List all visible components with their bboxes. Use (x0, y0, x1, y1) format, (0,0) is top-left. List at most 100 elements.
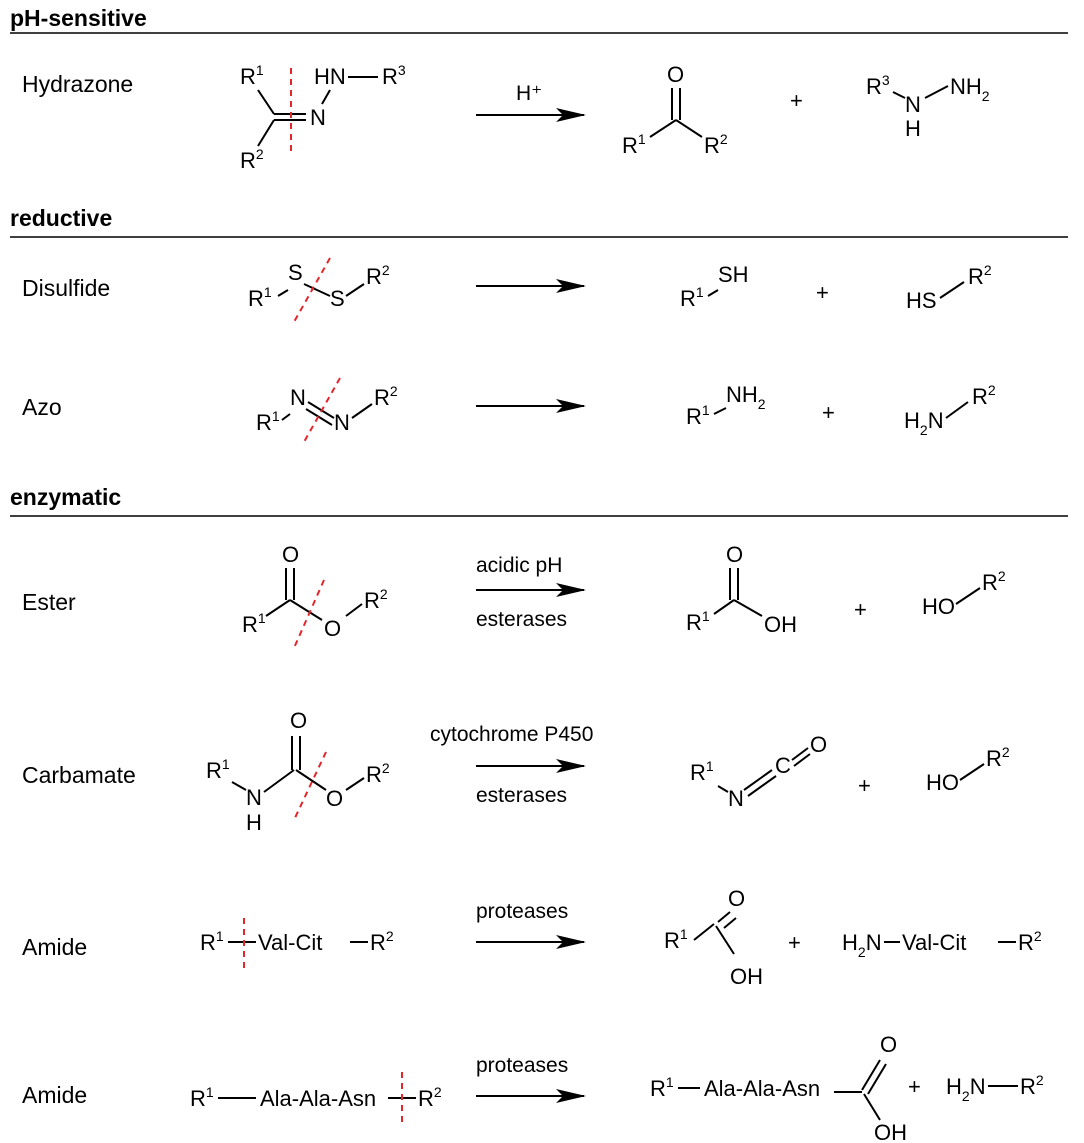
svg-text:R2: R2 (418, 1084, 442, 1111)
svg-text:R1: R1 (242, 610, 266, 637)
svg-text:O: O (726, 542, 743, 567)
svg-text:R2: R2 (366, 760, 390, 787)
svg-text:R2: R2 (968, 262, 992, 289)
amide2-condition: proteases (476, 1054, 568, 1077)
svg-text:OH: OH (730, 964, 763, 989)
ester-condition-top: acidic pH (476, 554, 562, 577)
svg-text:HO: HO (922, 594, 955, 619)
svg-text:NH2: NH2 (950, 74, 990, 104)
svg-text:N: N (310, 105, 326, 130)
svg-text:SH: SH (718, 262, 749, 287)
svg-text:H: H (905, 116, 921, 141)
plus-sign: + (854, 597, 867, 622)
svg-text:R1: R1 (256, 408, 280, 435)
thiol-product-1: R1 SH (680, 262, 749, 311)
svg-text:R2: R2 (704, 131, 728, 158)
plus-sign: + (790, 88, 803, 113)
svg-text:HN: HN (314, 64, 346, 89)
svg-text:R1: R1 (686, 402, 710, 429)
amine-product-2: H2N R2 (904, 382, 996, 438)
svg-text:OH: OH (764, 612, 797, 637)
svg-text:R2: R2 (1018, 928, 1042, 955)
svg-text:R1: R1 (664, 926, 688, 953)
row-label-amide: Amide (22, 934, 87, 960)
disulfide-structure: R1 S S R2 (248, 257, 390, 323)
ala-ala-asn-acid-product: R1 Ala-Ala-Asn O OH (650, 1032, 907, 1143)
svg-text:H: H (246, 810, 262, 835)
azo-structure: R1 N N R2 (256, 377, 398, 443)
carbamate-structure: R1 N H O O R2 (206, 708, 390, 835)
svg-text:O: O (282, 542, 299, 567)
svg-text:R1: R1 (248, 284, 272, 311)
svg-text:R3: R3 (866, 72, 890, 99)
ester-structure: O R1 O R2 (242, 542, 388, 649)
svg-text:OH: OH (874, 1120, 907, 1143)
amine-product: H2N R2 (946, 1072, 1044, 1104)
svg-text:S: S (330, 286, 345, 311)
row-label-ester: Ester (22, 589, 76, 615)
ala-ala-asn-amide-structure: R1 Ala-Ala-Asn R2 (190, 1072, 442, 1124)
svg-text:R2: R2 (972, 382, 996, 409)
svg-text:R1: R1 (622, 131, 646, 158)
svg-text:R1: R1 (650, 1074, 674, 1101)
svg-text:N: N (728, 786, 744, 811)
svg-text:HS: HS (906, 288, 937, 313)
svg-text:N: N (334, 410, 350, 435)
svg-text:O: O (810, 732, 827, 757)
svg-text:R2: R2 (364, 586, 388, 613)
svg-text:R1: R1 (240, 62, 264, 89)
svg-text:N: N (290, 385, 306, 410)
svg-text:R1: R1 (686, 608, 710, 635)
svg-text:R2: R2 (1020, 1072, 1044, 1099)
svg-text:R3: R3 (382, 62, 406, 89)
svg-text:O: O (667, 62, 684, 87)
plus-sign: + (816, 280, 829, 305)
plus-sign: + (858, 773, 871, 798)
svg-text:R2: R2 (240, 146, 264, 173)
svg-text:R1: R1 (200, 928, 224, 955)
hydrazine-product: R3 N H NH2 (866, 72, 990, 141)
carbamate-condition-top: cytochrome P450 (430, 723, 593, 746)
svg-text:Val-Cit: Val-Cit (258, 930, 322, 955)
svg-text:S: S (288, 260, 303, 285)
svg-text:H2N: H2N (946, 1074, 986, 1104)
svg-text:R2: R2 (374, 383, 398, 410)
svg-text:R2: R2 (366, 262, 390, 289)
hydrazone-structure: R1 R2 HN R3 N (240, 62, 406, 173)
svg-text:R2: R2 (982, 568, 1006, 595)
section-title-reductive: reductive (10, 205, 112, 231)
thiol-product-2: HS R2 (906, 262, 992, 313)
svg-text:R1: R1 (206, 756, 230, 783)
val-cit-amine-product: H2N Val-Cit R2 (842, 928, 1042, 960)
svg-text:NH2: NH2 (726, 382, 766, 412)
section-title-ph-sensitive: pH-sensitive (10, 5, 147, 31)
svg-text:C: C (775, 753, 791, 778)
acid-product: O R1 OH (686, 542, 797, 637)
ester-condition-bottom: esterases (476, 608, 567, 631)
cleavage-mark (293, 751, 327, 821)
val-cit-amide-structure: R1 Val-Cit R2 (200, 918, 394, 968)
ketone-product: O R1 R2 (622, 62, 728, 158)
amide1-condition: proteases (476, 900, 568, 923)
svg-text:H2N: H2N (842, 930, 882, 960)
svg-text:R1: R1 (690, 758, 714, 785)
svg-text:R2: R2 (370, 928, 394, 955)
svg-text:O: O (880, 1032, 897, 1057)
svg-text:R2: R2 (986, 744, 1010, 771)
cleavage-mark (293, 579, 325, 649)
svg-text:R1: R1 (680, 284, 704, 311)
section-title-enzymatic: enzymatic (10, 484, 121, 510)
cleavage-mark (303, 377, 341, 443)
row-label-hydrazone: Hydrazone (22, 71, 133, 97)
amine-product-1: R1 NH2 (686, 382, 766, 429)
carbamate-condition-bottom: esterases (476, 784, 567, 807)
cleavage-mark (293, 257, 331, 323)
svg-text:H2N: H2N (904, 408, 944, 438)
alcohol-product: HO R2 (922, 568, 1006, 619)
plus-sign: + (908, 1074, 921, 1099)
row-label-disulfide: Disulfide (22, 275, 110, 301)
svg-text:O: O (728, 886, 745, 911)
plus-sign: + (788, 930, 801, 955)
svg-text:Ala-Ala-Asn: Ala-Ala-Asn (260, 1086, 376, 1111)
